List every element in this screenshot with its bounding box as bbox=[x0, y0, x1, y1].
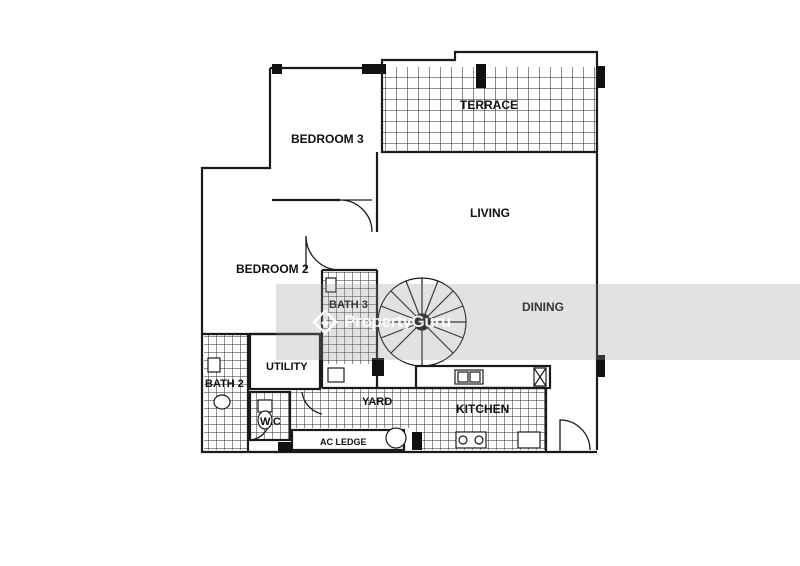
room-label-living: LIVING bbox=[470, 206, 510, 220]
room-label-yard: YARD bbox=[362, 396, 392, 408]
room-label-utility: UTILITY bbox=[266, 361, 308, 373]
doors bbox=[249, 199, 591, 452]
watermark: PropertyGuru bbox=[312, 309, 451, 335]
watermark-band bbox=[276, 284, 800, 360]
fixtures bbox=[207, 277, 547, 449]
terrace-floor bbox=[382, 67, 597, 152]
watermark-text: PropertyGuru bbox=[344, 312, 451, 331]
room-label-ac-ledge: AC LEDGE bbox=[320, 437, 367, 447]
bath2-floor bbox=[204, 334, 248, 450]
spiral-staircase bbox=[377, 277, 467, 367]
room-label-bedroom3: BEDROOM 3 bbox=[291, 132, 364, 146]
room-label-wc: W.C bbox=[260, 416, 281, 428]
room-label-bath3: BATH 3 bbox=[329, 299, 368, 311]
bath2-toilet bbox=[213, 394, 231, 410]
room-label-kitchen: KITCHEN bbox=[456, 402, 509, 416]
room-label-bath2: BATH 2 bbox=[205, 378, 244, 390]
room-label-terrace: TERRACE bbox=[460, 98, 518, 112]
bath2-basin bbox=[207, 357, 221, 373]
propertyguru-logo-icon bbox=[312, 309, 338, 335]
wc-toilet bbox=[257, 399, 273, 413]
pillars bbox=[272, 64, 605, 452]
room-label-dining: DINING bbox=[522, 300, 564, 314]
room-label-bedroom2: BEDROOM 2 bbox=[236, 262, 309, 276]
yard-floor bbox=[290, 388, 416, 428]
washing-machine bbox=[385, 427, 407, 449]
kitchen-floor bbox=[416, 388, 546, 428]
